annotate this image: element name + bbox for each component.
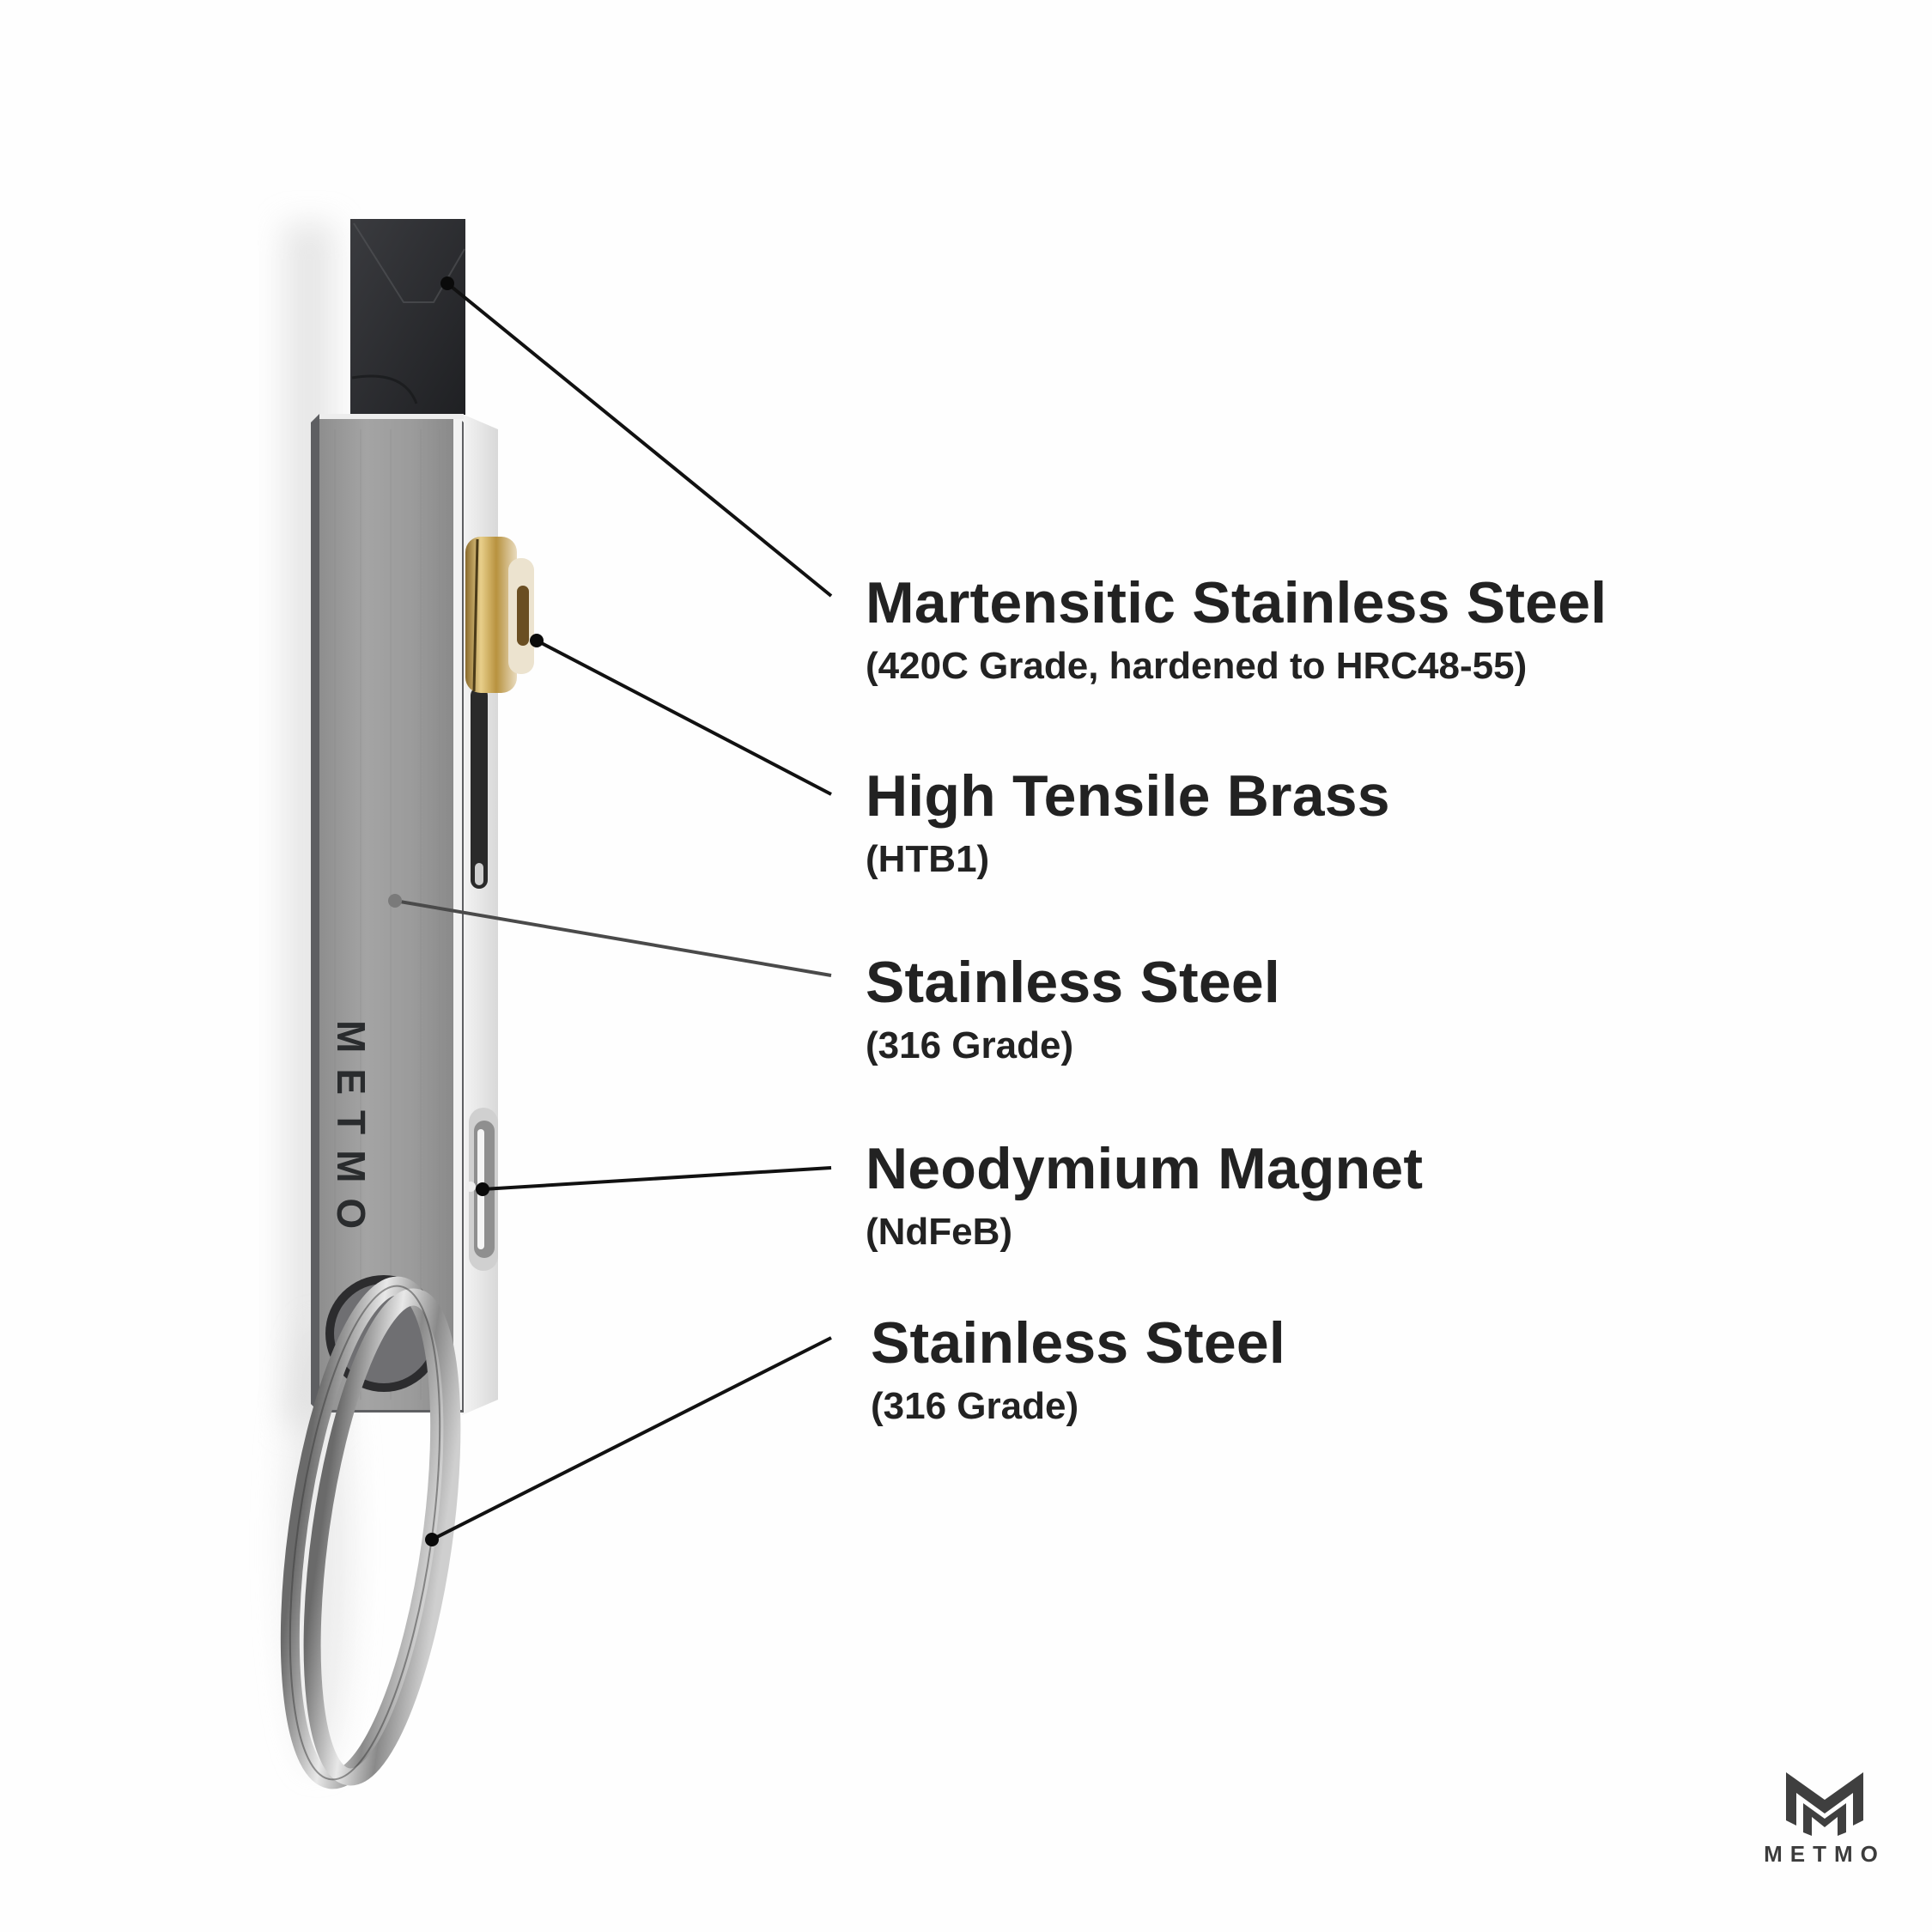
- body-front: [311, 414, 464, 1413]
- callout-key-ring: Stainless Steel (316 Grade): [871, 1314, 1285, 1425]
- callout-subtitle: (316 Grade): [866, 1024, 1074, 1066]
- key-ring: [280, 1276, 461, 1789]
- callout-subtitle: (420C Grade, hardened to HRC48-55): [866, 645, 1528, 687]
- callout-title: Stainless Steel: [871, 1310, 1286, 1376]
- callout-body: Stainless Steel (316 Grade): [866, 953, 1280, 1065]
- leader-dot-blade: [440, 276, 454, 290]
- leader-line-body: [394, 899, 832, 977]
- callout-title: High Tensile Brass: [866, 763, 1390, 829]
- callout-subtitle: (NdFeB): [866, 1211, 1013, 1253]
- leader-dot-magnet: [476, 1182, 489, 1196]
- brass-screw: [465, 537, 534, 693]
- leader-dot-body: [388, 894, 402, 908]
- brand-wordmark: METMO: [1764, 1841, 1886, 1867]
- callout-blade: Martensitic Stainless Steel (420C Grade,…: [866, 574, 1607, 685]
- blade: [350, 219, 465, 415]
- body-engraving: METMO: [329, 1020, 374, 1245]
- callout-brass: High Tensile Brass (HTB1): [866, 767, 1390, 878]
- leader-line-blade: [446, 282, 833, 598]
- callout-magnet: Neodymium Magnet (NdFeB): [866, 1139, 1423, 1251]
- leader-dot-ring: [425, 1533, 439, 1546]
- leader-lines: [388, 276, 833, 1546]
- leader-dot-brass: [530, 634, 544, 647]
- leader-line-ring: [431, 1336, 832, 1541]
- leader-line-magnet: [482, 1166, 832, 1191]
- callout-subtitle: (316 Grade): [871, 1385, 1079, 1427]
- leader-line-brass: [536, 639, 832, 796]
- callout-title: Neodymium Magnet: [866, 1136, 1424, 1201]
- metmo-m-logo-icon: [1786, 1772, 1863, 1836]
- callout-title: Stainless Steel: [866, 950, 1281, 1015]
- brand-logo: METMO: [1752, 1767, 1898, 1879]
- callout-title: Martensitic Stainless Steel: [866, 570, 1607, 635]
- callout-subtitle: (HTB1): [866, 838, 990, 880]
